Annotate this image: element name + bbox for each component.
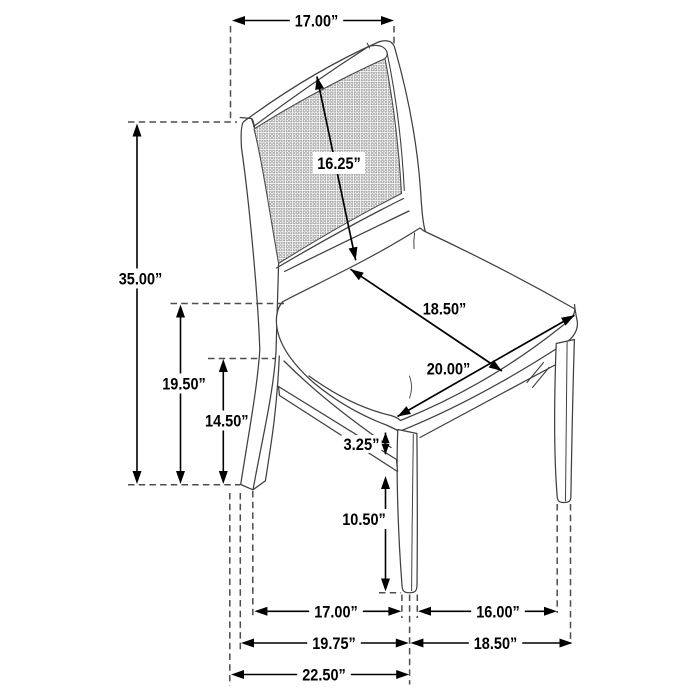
svg-text:20.00”: 20.00” [427, 360, 471, 379]
svg-text:19.50”: 19.50” [162, 375, 206, 394]
svg-text:10.50”: 10.50” [342, 510, 386, 529]
svg-text:35.00”: 35.00” [119, 270, 163, 289]
svg-text:19.75”: 19.75” [312, 634, 356, 653]
svg-text:3.25”: 3.25” [344, 435, 380, 454]
svg-text:18.50”: 18.50” [423, 300, 467, 319]
svg-text:18.50”: 18.50” [474, 634, 518, 653]
svg-text:16.00”: 16.00” [476, 602, 520, 621]
svg-text:14.50”: 14.50” [205, 412, 249, 431]
svg-text:17.00”: 17.00” [295, 12, 339, 31]
svg-text:16.25”: 16.25” [317, 154, 361, 173]
svg-text:22.50”: 22.50” [302, 666, 346, 685]
svg-text:17.00”: 17.00” [314, 602, 358, 621]
